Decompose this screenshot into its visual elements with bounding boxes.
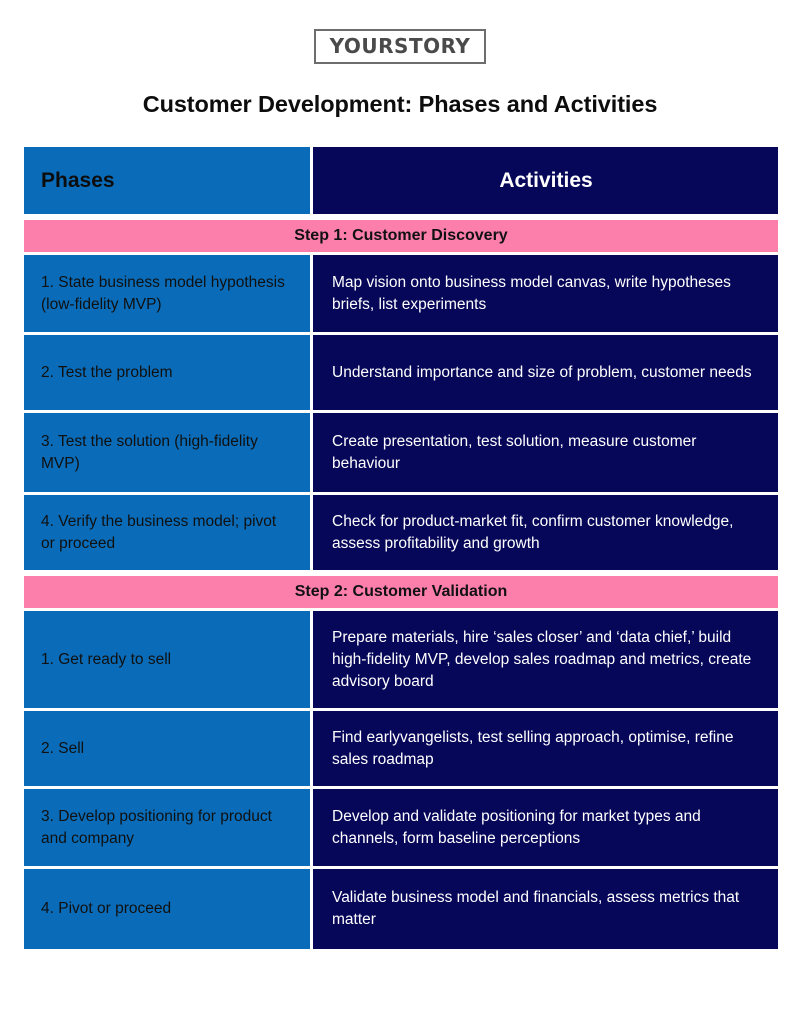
phase-label: 4. Verify the business model; pivot or p… — [41, 512, 277, 552]
phase-cell: 4. Verify the business model; pivot or p… — [24, 495, 313, 570]
table-header-row: Phases Activities — [24, 147, 778, 217]
activity-label: Understand importance and size of proble… — [332, 363, 752, 381]
activity-label: Validate business model and financials, … — [332, 889, 740, 928]
brand-header: YOURSTORY — [0, 0, 800, 64]
phase-cell: 4. Pivot or proceed — [24, 869, 313, 949]
step-banner-2: Step 2: Customer Validation — [24, 573, 778, 611]
step-banner-label-2: Step 2: Customer Validation — [294, 583, 508, 600]
activity-cell: Prepare materials, hire ‘sales closer’ a… — [313, 611, 778, 708]
phase-cell: 2. Test the problem — [24, 335, 313, 410]
activity-cell: Develop and validate positioning for mar… — [313, 789, 778, 866]
phase-label: 1. Get ready to sell — [41, 650, 172, 668]
activity-label: Map vision onto business model canvas, w… — [332, 273, 731, 313]
activity-label: Check for product-market fit, confirm cu… — [332, 512, 734, 552]
phase-label: 3. Develop positioning for product and c… — [41, 807, 272, 847]
logo-text: YOURSTORY — [329, 34, 471, 58]
table-row: 2. Test the problem Understand importanc… — [24, 335, 778, 413]
step-banner-1: Step 1: Customer Discovery — [24, 217, 778, 255]
activity-label: Prepare materials, hire ‘sales closer’ a… — [332, 628, 752, 690]
activity-cell: Check for product-market fit, confirm cu… — [313, 495, 778, 570]
activity-cell: Find earlyvangelists, test selling appro… — [313, 711, 778, 786]
header-label-activities: Activities — [499, 168, 593, 192]
phase-cell: 1. Get ready to sell — [24, 611, 313, 708]
phase-cell: 3. Develop positioning for product and c… — [24, 789, 313, 866]
yourstory-logo: YOURSTORY — [313, 29, 487, 64]
table-row: 4. Pivot or proceed Validate business mo… — [24, 869, 778, 949]
table-row: 2. Sell Find earlyvangelists, test selli… — [24, 711, 778, 789]
phase-label: 3. Test the solution (high-fidelity MVP) — [41, 432, 258, 472]
header-cell-activities: Activities — [313, 147, 778, 214]
activity-label: Create presentation, test solution, meas… — [332, 432, 697, 472]
phase-label: 2. Test the problem — [41, 363, 173, 381]
page-title: Customer Development: Phases and Activit… — [142, 91, 658, 117]
phase-cell: 1. State business model hypothesis (low-… — [24, 255, 313, 332]
step-banner-label-1: Step 1: Customer Discovery — [294, 227, 508, 244]
phase-cell: 2. Sell — [24, 711, 313, 786]
table-row: 4. Verify the business model; pivot or p… — [24, 495, 778, 573]
activity-cell: Understand importance and size of proble… — [313, 335, 778, 410]
phase-cell: 3. Test the solution (high-fidelity MVP) — [24, 413, 313, 492]
phase-label: 1. State business model hypothesis (low-… — [41, 273, 285, 313]
activity-cell: Map vision onto business model canvas, w… — [313, 255, 778, 332]
activity-label: Develop and validate positioning for mar… — [332, 807, 701, 847]
header-label-phases: Phases — [41, 168, 115, 192]
phase-label: 2. Sell — [41, 739, 85, 757]
table-row: 3. Develop positioning for product and c… — [24, 789, 778, 869]
phases-activities-table: Phases Activities Step 1: Customer Disco… — [24, 147, 778, 949]
table-row: 3. Test the solution (high-fidelity MVP)… — [24, 413, 778, 495]
activity-cell: Create presentation, test solution, meas… — [313, 413, 778, 492]
header-cell-phases: Phases — [24, 147, 313, 214]
table-row: 1. State business model hypothesis (low-… — [24, 255, 778, 335]
activity-cell: Validate business model and financials, … — [313, 869, 778, 949]
table-row: 1. Get ready to sell Prepare materials, … — [24, 611, 778, 711]
phase-label: 4. Pivot or proceed — [41, 900, 172, 917]
activity-label: Find earlyvangelists, test selling appro… — [332, 728, 734, 768]
